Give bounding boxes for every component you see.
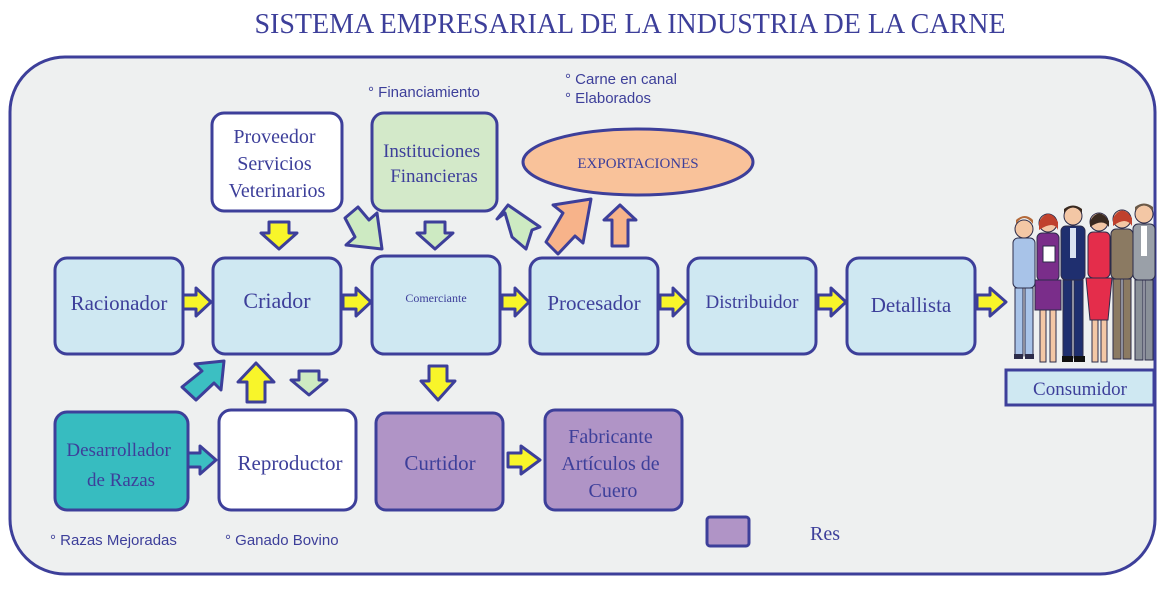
node-exportaciones: EXPORTACIONES [521, 127, 755, 197]
arrow-reproductor-to-criador [236, 361, 276, 404]
arrow-distribuidor-to-detallista [816, 286, 848, 318]
improved-breeds-note: ° Razas Mejoradas [50, 532, 177, 549]
arrow-proveedor-to-comerciante [343, 205, 384, 251]
legend: Res [705, 515, 840, 548]
arrow-racionador-to-criador [181, 286, 213, 318]
cattle-note: ° Ganado Bovino [225, 532, 339, 549]
node-label: Comerciante [405, 291, 466, 305]
node-label: EXPORTACIONES [577, 156, 698, 172]
node-label: Distribuidor [706, 292, 800, 313]
person-icon [1085, 212, 1113, 363]
arrow-criador-to-reproductor [289, 369, 329, 397]
node-reproductor: Reproductor [217, 408, 358, 512]
node-curtidor: Curtidor [374, 411, 505, 512]
diagram-title: SISTEMA EMPRESARIAL DE LA INDUSTRIA DE L… [254, 9, 1005, 40]
node-distribuidor: Distribuidor [686, 256, 818, 356]
node-label: Procesador [547, 291, 640, 315]
node-label: Fabricante [568, 426, 653, 448]
node-racionador: Racionador [53, 256, 185, 356]
node-instituciones-financieras: Instituciones Financieras [370, 111, 499, 213]
node-fabricante-articulos-de-cuero: Fabricante Artículos de Cuero [543, 408, 684, 512]
svg-text:Desarrollador de Razas: Desarrollador de Razas [66, 440, 175, 491]
node-criador: Criador [211, 256, 343, 356]
legend-label: Res [810, 523, 840, 545]
node-label: de Razas [87, 470, 155, 491]
arrow-criador-to-comerciante [341, 286, 373, 318]
node-label: Financieras [390, 166, 478, 187]
person-icon [1132, 203, 1156, 361]
node-label: Racionador [71, 291, 168, 315]
node-label: Curtidor [404, 451, 475, 475]
person-icon [1034, 213, 1062, 363]
person-icon [1060, 205, 1086, 362]
node-detallista: Detallista [845, 256, 977, 356]
node-label: Veterinarios [229, 180, 326, 202]
node-procesador: Procesador [528, 256, 660, 356]
financing-note: ° Financiamiento [368, 84, 480, 101]
node-label: Desarrollador [66, 440, 171, 461]
person-icon [1012, 216, 1036, 359]
node-label: Artículos de [561, 453, 659, 475]
arrow-comerciante-to-procesador [500, 286, 531, 318]
consumer-people-illustration [1012, 203, 1156, 363]
node-desarrollador-de-razas: Desarrollador de Razas [53, 410, 190, 512]
node-proveedor-servicios-veterinarios: Proveedor Servicios Veterinarios [210, 111, 344, 213]
node-label: Detallista [871, 293, 952, 317]
arrow-detallista-to-consumidor [975, 286, 1008, 318]
svg-text:Proveedor Servicios: Proveedor Servicios Veterinarios [229, 126, 326, 202]
node-label: Consumidor [1033, 379, 1128, 400]
arrow-procesador-to-exportaciones [544, 197, 593, 256]
arrow-proveedor-to-criador [259, 220, 299, 251]
svg-text:Fabricante Artículos de: Fabricante Artículos de Cuero [561, 426, 664, 502]
arrow-desarrollador-to-criador [180, 359, 226, 402]
node-label: Cuero [589, 480, 638, 502]
arrow-procesador-to-distribuidor [658, 286, 689, 318]
svg-text:Instituciones Financiera: Instituciones Financieras [383, 141, 485, 187]
person-icon [1110, 209, 1134, 360]
node-label: Proveedor [233, 126, 316, 148]
exports-note-canal: ° Carne en canal [565, 71, 677, 88]
arrow-desarrollador-to-reproductor [186, 444, 218, 476]
arrow-curtidor-to-fabricante [506, 444, 542, 476]
node-label: Criador [243, 288, 311, 313]
legend-swatch [705, 515, 751, 548]
node-label: Servicios [237, 153, 312, 175]
arrow-comerciante-to-instituciones [495, 203, 542, 251]
node-label: Reproductor [238, 451, 343, 475]
arrow-instituciones-to-comerciante [415, 220, 455, 251]
arrow-comerciante-to-curtidor [419, 364, 457, 402]
node-comerciante: Comerciante [370, 254, 502, 356]
exports-note-elaborados: ° Elaborados [565, 90, 651, 107]
node-consumidor: Consumidor [1004, 368, 1156, 407]
arrow-procesador-up-to-exportaciones [602, 203, 638, 248]
node-label: Instituciones [383, 141, 480, 162]
